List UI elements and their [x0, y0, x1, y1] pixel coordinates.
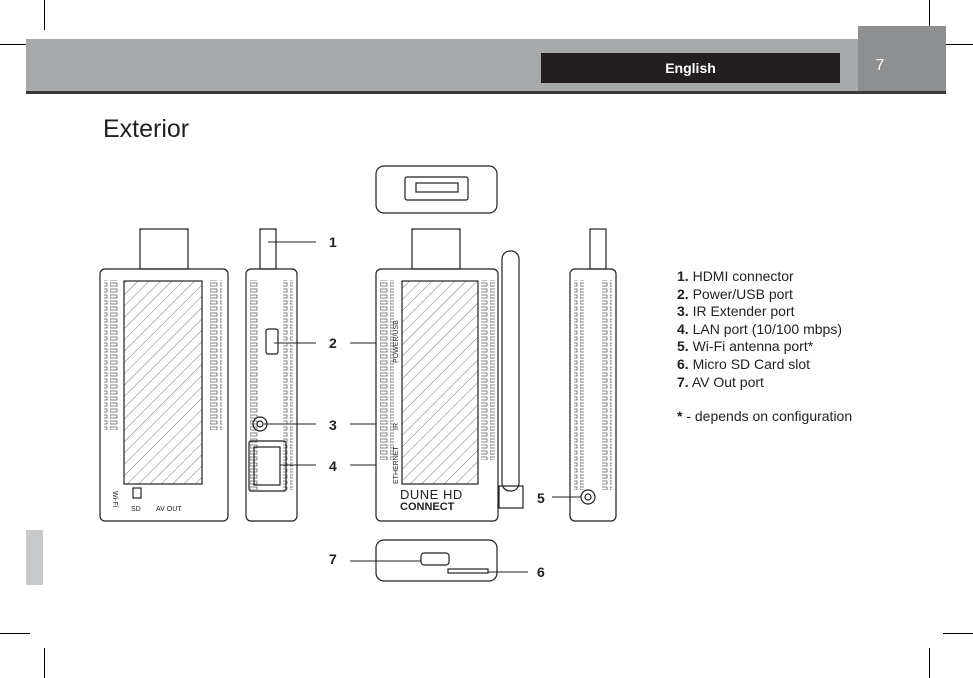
legend-item: 4. LAN port (10/100 mbps) — [677, 320, 842, 337]
hdmi-plug-front — [139, 228, 189, 270]
av-out-label: AV OUT — [156, 506, 182, 513]
legend-item: 5. Wi-Fi antenna port* — [677, 338, 814, 355]
device-back-view — [375, 268, 499, 522]
crop-mark — [44, 0, 45, 30]
av-out-port — [420, 552, 450, 566]
device-right-view — [569, 268, 617, 522]
legend-item: 2. Power/USB port — [677, 285, 793, 302]
legend-item: 3. IR Extender port — [677, 303, 795, 320]
crop-mark — [929, 0, 930, 30]
callout-2: 2 — [329, 335, 337, 351]
hdmi-plug-side — [259, 228, 277, 270]
brand-line1: DUNE HD — [400, 487, 463, 502]
crop-mark — [44, 648, 45, 678]
antenna-port — [580, 489, 596, 505]
sd-slot — [447, 568, 489, 574]
callout-3: 3 — [329, 417, 337, 433]
callout-6: 6 — [537, 564, 545, 580]
wifi-label: Wi-Fi — [111, 491, 118, 508]
language-label: English — [541, 53, 840, 83]
legend-item: 7. AV Out port — [677, 373, 764, 390]
page-number: 7 — [875, 57, 885, 74]
callout-5: 5 — [537, 490, 545, 506]
sd-label: SD — [131, 506, 141, 513]
legend-item: 1. HDMI connector — [677, 268, 794, 284]
device-top-view — [375, 165, 498, 214]
side-thumb-tab — [26, 530, 43, 585]
callout-4: 4 — [329, 458, 337, 474]
brand-line2: CONNECT — [400, 501, 455, 513]
ir-label: IR — [393, 423, 400, 430]
configuration-note: * - depends on configuration — [677, 408, 853, 425]
usb-port — [265, 328, 279, 355]
lan-port — [248, 440, 287, 492]
hdmi-plug-back — [411, 228, 461, 270]
crop-mark — [0, 633, 30, 634]
callout-7: 7 — [329, 551, 337, 567]
wifi-antenna — [501, 250, 520, 492]
crop-mark — [0, 44, 30, 45]
device-front-view — [99, 268, 229, 522]
legend-item: 6. Micro SD Card slot — [677, 355, 811, 372]
header-rule — [26, 91, 946, 94]
crop-mark — [943, 44, 973, 45]
crop-mark — [943, 633, 973, 634]
page-title: Exterior — [103, 115, 190, 143]
hdmi-plug-right-side — [589, 228, 607, 270]
ports-legend: 1. HDMI connector 2. Power/USB port 3. I… — [677, 268, 852, 426]
ethernet-label: ETHERNET — [393, 446, 400, 484]
page-number-tab — [858, 26, 946, 91]
power-usb-label: POWER/USB — [393, 320, 400, 363]
crop-mark — [929, 648, 930, 678]
callout-1: 1 — [329, 234, 337, 250]
device-side-view — [245, 268, 298, 522]
